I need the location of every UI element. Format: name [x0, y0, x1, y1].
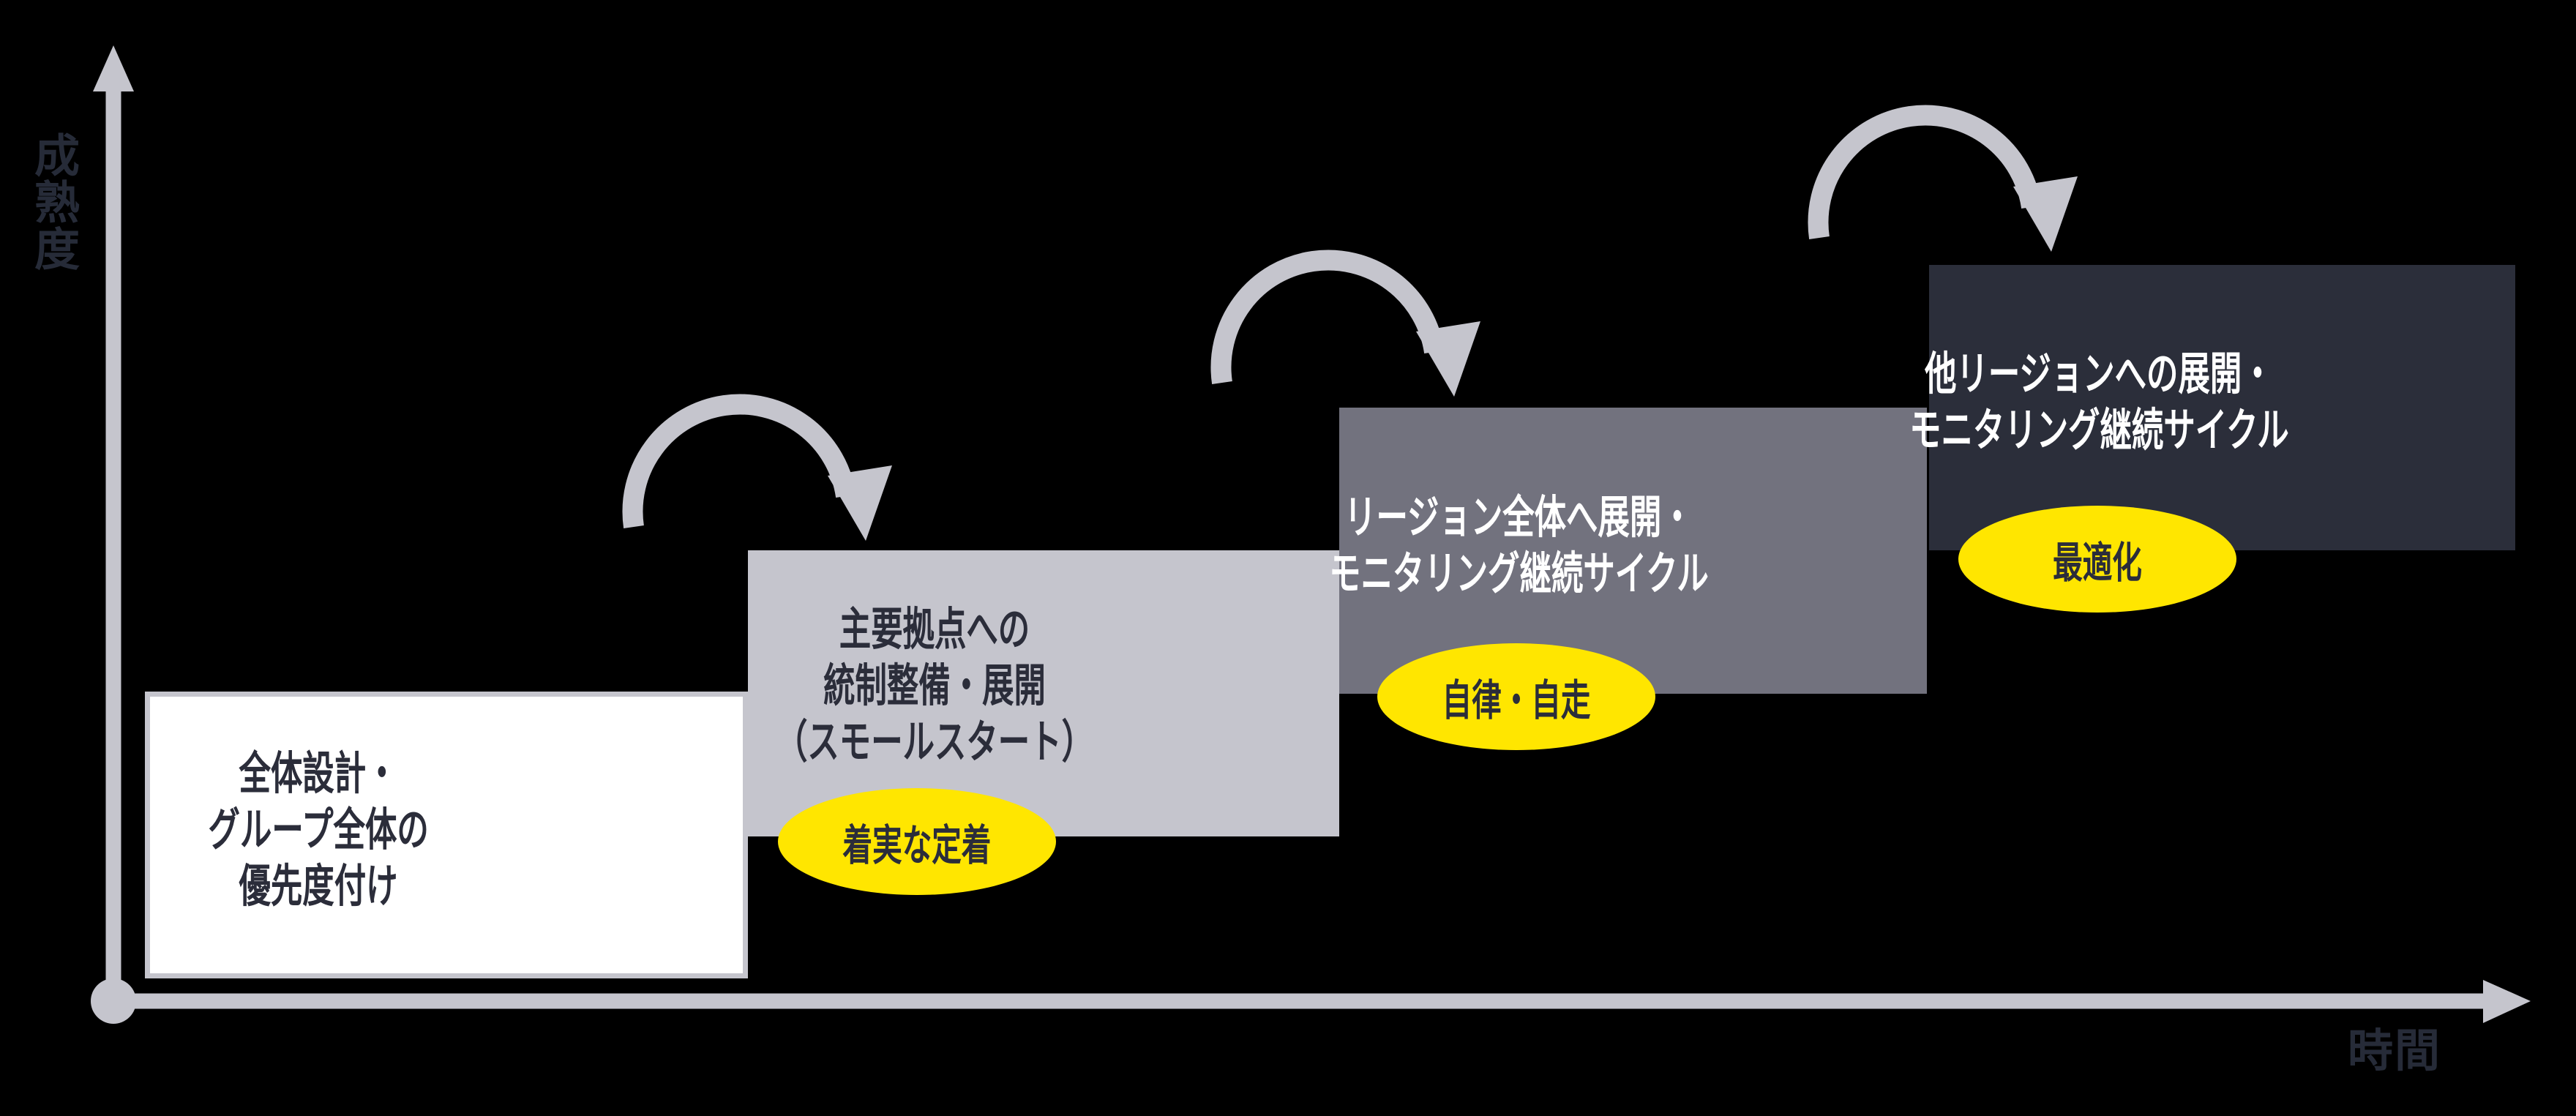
stage-2-line-1: 主要拠点への	[839, 604, 1030, 655]
stage-1-line-1: 全体設計・	[239, 749, 398, 799]
y-axis-arrowhead-icon	[93, 45, 134, 91]
x-axis-label: 時間	[2348, 1026, 2442, 1076]
x-axis	[113, 980, 2531, 1023]
stage-3-badge: 自律・自走	[1377, 643, 1655, 750]
stage-3-line-1: リージョン全体へ展開・	[1344, 493, 1693, 543]
stage-2-badge: 着実な定着	[778, 788, 1056, 895]
stage-4-box	[1929, 265, 2515, 550]
stage-2-text: 主要拠点への 統制整備・展開 （スモールスタート）	[642, 602, 1227, 771]
stage-1-line-3: 優先度付け	[239, 861, 398, 912]
stage-4-badge: 最適化	[1958, 506, 2236, 613]
stage-2-line-3: （スモールスタート）	[775, 717, 1093, 768]
stage-3-line-2: モニタリング継続サイクル	[1328, 549, 1709, 599]
stage-1-text: 全体設計・ グループ全体の 優先度付け	[26, 746, 611, 915]
cycle-arrow-icon	[622, 394, 892, 541]
y-axis-label: 成熟度	[27, 132, 78, 272]
y-axis	[93, 45, 134, 1003]
stage-3-text: リージョン全体へ展開・ モニタリング継続サイクル	[1226, 490, 1811, 602]
stage-1-line-2: グループ全体の	[208, 805, 429, 855]
cycle-arrow-icon	[1808, 105, 2078, 252]
stage-3-box	[1339, 408, 1927, 694]
stage-4-text: 他リージョンへの展開・ モニタリング継続サイクル	[1806, 346, 2392, 459]
stage-2-box	[748, 550, 1339, 836]
cycle-arrow-icon	[1210, 250, 1480, 397]
x-axis-arrowhead-icon	[2483, 980, 2531, 1023]
origin-dot	[91, 978, 136, 1024]
stage-4-line-1: 他リージョンへの展開・	[1924, 349, 2274, 400]
stage-2-line-2: 統制整備・展開	[823, 661, 1046, 711]
stage-1-box	[145, 692, 748, 978]
stage-4-line-2: モニタリング継続サイクル	[1909, 405, 2289, 456]
